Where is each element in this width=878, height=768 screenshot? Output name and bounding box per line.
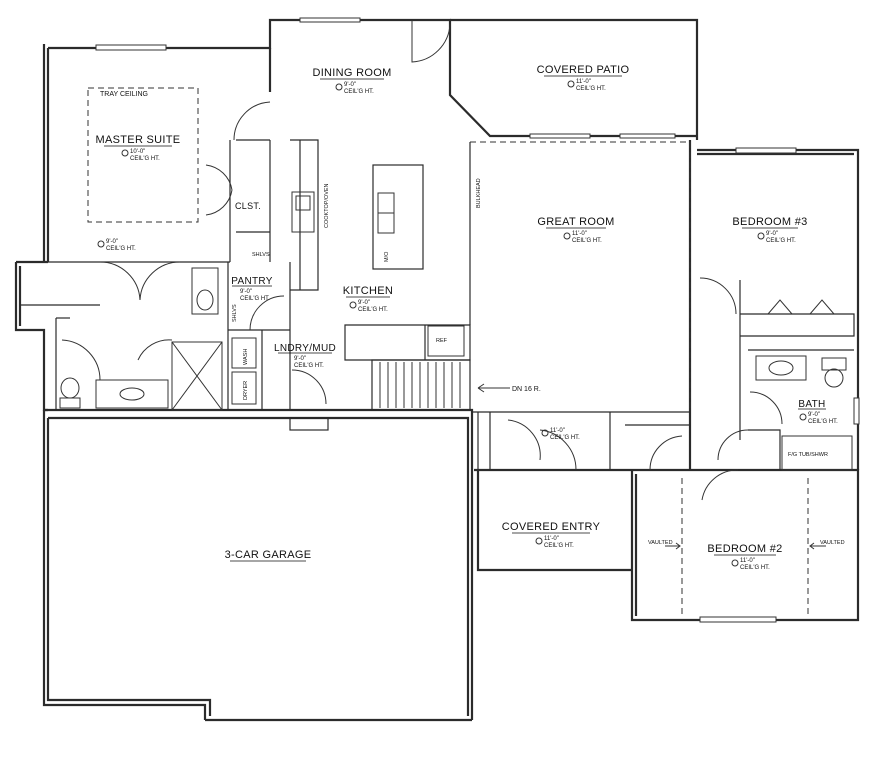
shelves2-label: SHLVS	[232, 304, 238, 322]
tub-label: F/G TUB/SHWR	[788, 452, 828, 458]
cooktop-label: COOKTOP/OVEN	[324, 183, 330, 228]
svg-text:11'-0": 11'-0"	[572, 231, 587, 237]
room-labels: TRAY CEILING MASTER SUITE 10'-0" CEIL'G …	[96, 64, 845, 571]
covered-entry-label: COVERED ENTRY	[502, 521, 601, 533]
svg-text:CEIL'G HT.: CEIL'G HT.	[572, 238, 602, 244]
exterior-walls	[14, 18, 860, 722]
shelves-label: SHLVS	[252, 252, 270, 258]
bedroom3-label: BEDROOM #3	[732, 216, 807, 228]
laundry-label: LNDRY/MUD	[274, 343, 336, 354]
svg-text:9'-0": 9'-0"	[294, 356, 306, 362]
garage-label: 3-CAR GARAGE	[225, 549, 312, 561]
svg-text:9'-0": 9'-0"	[344, 82, 356, 88]
svg-text:9'-0": 9'-0"	[240, 289, 252, 295]
svg-text:CEIL'G HT.: CEIL'G HT.	[106, 246, 136, 252]
bath-label: BATH	[798, 399, 825, 410]
svg-text:11'-0": 11'-0"	[544, 536, 559, 542]
master-suite-label: MASTER SUITE	[96, 134, 181, 146]
doors	[61, 20, 783, 501]
covered-patio-label: COVERED PATIO	[537, 64, 630, 76]
microwave-label: M/O	[384, 251, 390, 262]
svg-text:10'-0": 10'-0"	[130, 149, 145, 155]
svg-text:9'-0": 9'-0"	[808, 412, 820, 418]
svg-text:11'-0": 11'-0"	[550, 428, 565, 434]
kitchen-label: KITCHEN	[343, 285, 393, 297]
refrigerator-label: REF	[436, 338, 448, 344]
svg-text:CEIL'G HT.: CEIL'G HT.	[544, 543, 574, 549]
closet-label: CLST.	[235, 201, 261, 211]
bedroom2-label: BEDROOM #2	[707, 543, 782, 555]
great-room-label: GREAT ROOM	[537, 216, 614, 228]
svg-text:CEIL'G HT.: CEIL'G HT.	[358, 307, 388, 313]
svg-text:11'-0": 11'-0"	[740, 558, 755, 564]
svg-text:CEIL'G HT.: CEIL'G HT.	[344, 89, 374, 95]
stairs-label: DN 16 R.	[512, 386, 541, 393]
tray-ceiling-label: TRAY CEILING	[100, 91, 148, 98]
svg-text:CEIL'G HT.: CEIL'G HT.	[576, 86, 606, 92]
svg-text:CEIL'G HT.: CEIL'G HT.	[766, 238, 796, 244]
interior-walls	[20, 87, 855, 616]
svg-text:CEIL'G HT.: CEIL'G HT.	[130, 156, 160, 162]
svg-text:9'-0": 9'-0"	[106, 239, 118, 245]
vaulted-left-label: VAULTED	[648, 540, 673, 546]
svg-text:9'-0": 9'-0"	[358, 300, 370, 306]
svg-text:CEIL'G HT.: CEIL'G HT.	[294, 363, 324, 369]
windows	[95, 17, 860, 623]
svg-text:9'-0": 9'-0"	[766, 231, 778, 237]
svg-text:CEIL'G HT.: CEIL'G HT.	[808, 419, 838, 425]
dryer-label: DRYER	[243, 381, 249, 400]
dining-room-label: DINING ROOM	[312, 67, 391, 79]
bulkhead-label: BULKHEAD	[476, 178, 482, 208]
svg-text:CEIL'G HT.: CEIL'G HT.	[740, 565, 770, 571]
washer-label: WASH	[243, 349, 249, 365]
svg-text:CEIL'G HT.: CEIL'G HT.	[240, 296, 270, 302]
vaulted-right-label: VAULTED	[820, 540, 845, 546]
svg-text:11'-0": 11'-0"	[576, 79, 591, 85]
pantry-label: PANTRY	[231, 276, 272, 287]
svg-text:CEIL'G HT.: CEIL'G HT.	[550, 435, 580, 441]
